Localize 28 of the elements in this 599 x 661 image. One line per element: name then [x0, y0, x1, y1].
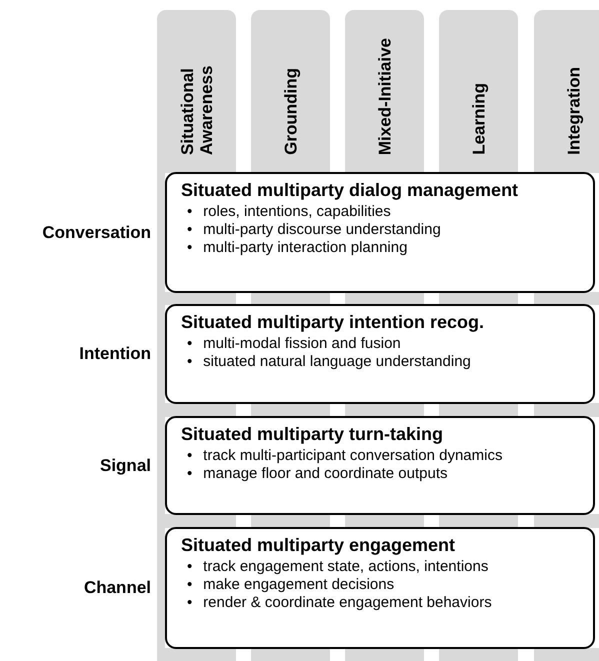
- bullet-item: • roles, intentions, capabilities: [187, 203, 391, 221]
- column-title: Grounding: [281, 68, 300, 155]
- column-band: [157, 10, 236, 173]
- column-band: [345, 10, 424, 173]
- bullet-item: • situated natural language understanding: [187, 353, 471, 371]
- layer-label: Conversation: [42, 222, 151, 242]
- layer-label: Intention: [79, 344, 151, 364]
- layer-heading: Situated multiparty intention recog.: [181, 312, 484, 333]
- column-title: Situational Awareness: [178, 64, 216, 155]
- bullet-item: • track multi-participant conversation dynamics: [187, 447, 502, 465]
- layer-heading: Situated multiparty turn-taking: [181, 424, 444, 445]
- column-title: Learning: [469, 83, 488, 155]
- column-title: Mixed-Initiaive: [375, 38, 394, 155]
- bullet-item: • multi-modal fission and fusion: [187, 335, 401, 353]
- column-band: [439, 10, 518, 173]
- layer-heading: Situated multiparty dialog management: [181, 180, 518, 201]
- column-band: [534, 10, 599, 173]
- bullet-item: • render & coordinate engagement behaviors: [187, 594, 492, 612]
- bullet-item: • manage floor and coordinate outputs: [187, 465, 448, 483]
- bullet-item: • multi-party interaction planning: [187, 239, 408, 257]
- column-title: Integration: [564, 67, 583, 155]
- bullet-item: • multi-party discourse understanding: [187, 221, 441, 239]
- bullet-item: • track engagement state, actions, intentions: [187, 558, 488, 576]
- layer-label: Signal: [100, 456, 151, 476]
- bullet-item: • make engagement decisions: [187, 576, 394, 594]
- layer-label: Channel: [84, 578, 151, 598]
- layer-heading: Situated multiparty engagement: [181, 535, 456, 556]
- column-band: [251, 10, 330, 173]
